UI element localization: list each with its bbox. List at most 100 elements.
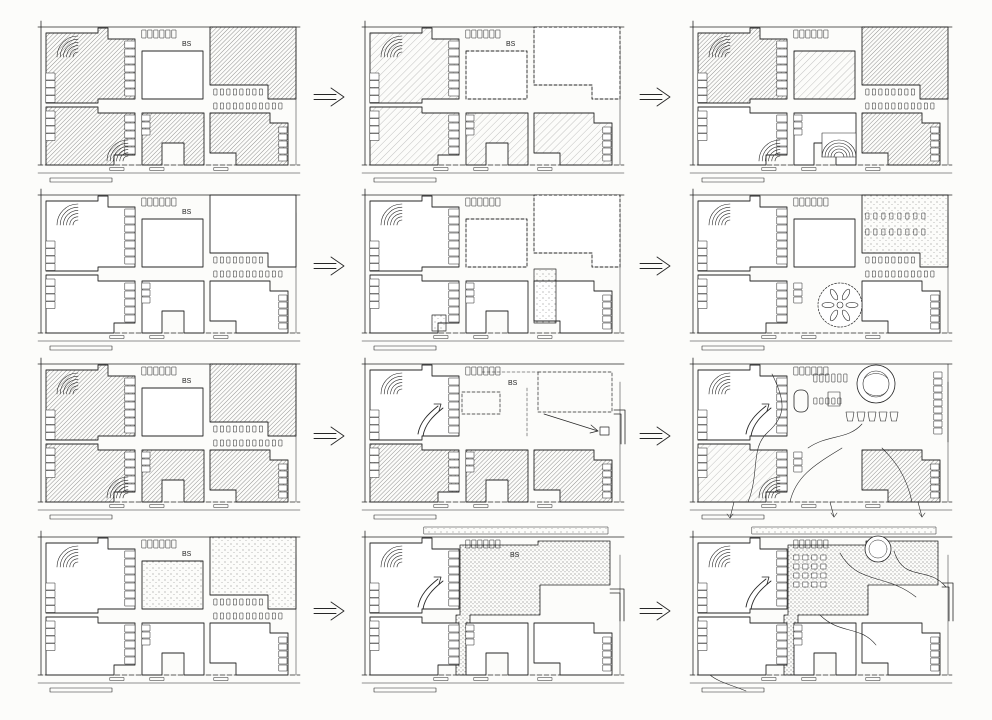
street-sign (109, 504, 125, 508)
parking-space (805, 539, 811, 549)
building-block (861, 280, 941, 334)
parking-space (213, 270, 218, 278)
parking-space (153, 29, 159, 39)
parking-space (171, 539, 177, 549)
building-unit (933, 378, 943, 386)
parking-space (265, 102, 270, 110)
stair-fan-step (761, 142, 781, 162)
parking-space (865, 212, 870, 220)
parking-space (813, 397, 818, 405)
parking-space (891, 270, 896, 278)
parking-lot (865, 212, 926, 236)
parking-space (881, 212, 886, 220)
building-block (45, 537, 136, 614)
street-sign (761, 677, 777, 681)
building-unit (448, 377, 460, 386)
building-unit (124, 566, 136, 575)
stair-fan-step (765, 146, 781, 162)
building-unit (697, 447, 708, 456)
stair-fan-step (827, 145, 851, 158)
street-sign (865, 677, 881, 681)
building-unit (278, 147, 288, 155)
building-unit (369, 605, 380, 613)
building-block (465, 112, 529, 166)
stair-fan-step (56, 372, 79, 395)
building-unit (45, 255, 56, 264)
parking-space (495, 197, 501, 207)
parking-space (495, 539, 501, 549)
building-block (465, 218, 528, 268)
building-unit (124, 282, 136, 291)
stair-fan-step (708, 35, 731, 58)
relocation-arrow (543, 413, 599, 432)
building-unit (45, 263, 56, 271)
parking-space (220, 102, 224, 110)
parking-space (278, 612, 283, 620)
building-unit (369, 80, 380, 88)
building-block (141, 449, 205, 503)
parking-space (272, 102, 276, 110)
stair-fan (758, 139, 781, 162)
building-unit (448, 574, 460, 583)
stair-fan-step (59, 38, 79, 58)
parking-space (233, 102, 237, 110)
building-unit (369, 240, 380, 249)
building-unit (776, 232, 788, 241)
building-unit (602, 322, 612, 330)
parking-space (495, 366, 501, 376)
stair-fan-step (63, 552, 79, 568)
building-unit (448, 558, 460, 567)
seating-module (845, 411, 855, 422)
building-unit (776, 224, 788, 233)
building-unit (465, 282, 475, 290)
parking-space (483, 539, 489, 549)
building-unit (776, 451, 788, 460)
building-unit (448, 459, 460, 468)
parking-space (147, 197, 153, 207)
ramp-edge (745, 405, 767, 435)
building-unit (930, 315, 940, 323)
building-unit (776, 648, 788, 657)
stair-fan-step (387, 552, 403, 568)
stair-fan (56, 545, 79, 568)
building-block (697, 27, 788, 104)
bs-label: BS (182, 551, 192, 558)
parking-space (259, 270, 263, 278)
building-unit (278, 657, 288, 665)
building-unit (465, 128, 475, 136)
parking-space (911, 88, 915, 96)
street-bench (373, 177, 437, 183)
parking-lot (141, 539, 283, 620)
arrow-head (330, 87, 345, 107)
parking-space (885, 270, 889, 278)
site-plan-panel (689, 20, 953, 183)
building-unit (776, 574, 788, 583)
parking-space (220, 439, 224, 447)
street-bench (373, 687, 437, 693)
stair-fan-step (390, 555, 403, 568)
building-units (697, 208, 940, 330)
parking-space (165, 366, 171, 376)
building-unit (930, 636, 940, 644)
amphitheater-pad (821, 132, 857, 158)
stair-fan-step (66, 555, 79, 568)
building-unit (930, 322, 940, 330)
building-block (141, 560, 204, 610)
seating-module (856, 411, 866, 422)
parking-space (141, 197, 147, 207)
building-unit (124, 425, 136, 434)
parking-space (489, 197, 495, 207)
building-unit (124, 256, 136, 265)
garden-petal (841, 288, 851, 301)
building-unit (45, 628, 56, 636)
building-block (45, 364, 136, 441)
parking-space (278, 439, 283, 447)
building-unit (697, 455, 708, 463)
stair-fan-step (758, 139, 781, 162)
parking-space (477, 29, 483, 39)
stair-fan-step (390, 382, 403, 395)
stair-fan-step (66, 213, 79, 226)
bs-label: BS (182, 209, 192, 216)
building-unit (933, 406, 943, 414)
parking-space (793, 197, 799, 207)
